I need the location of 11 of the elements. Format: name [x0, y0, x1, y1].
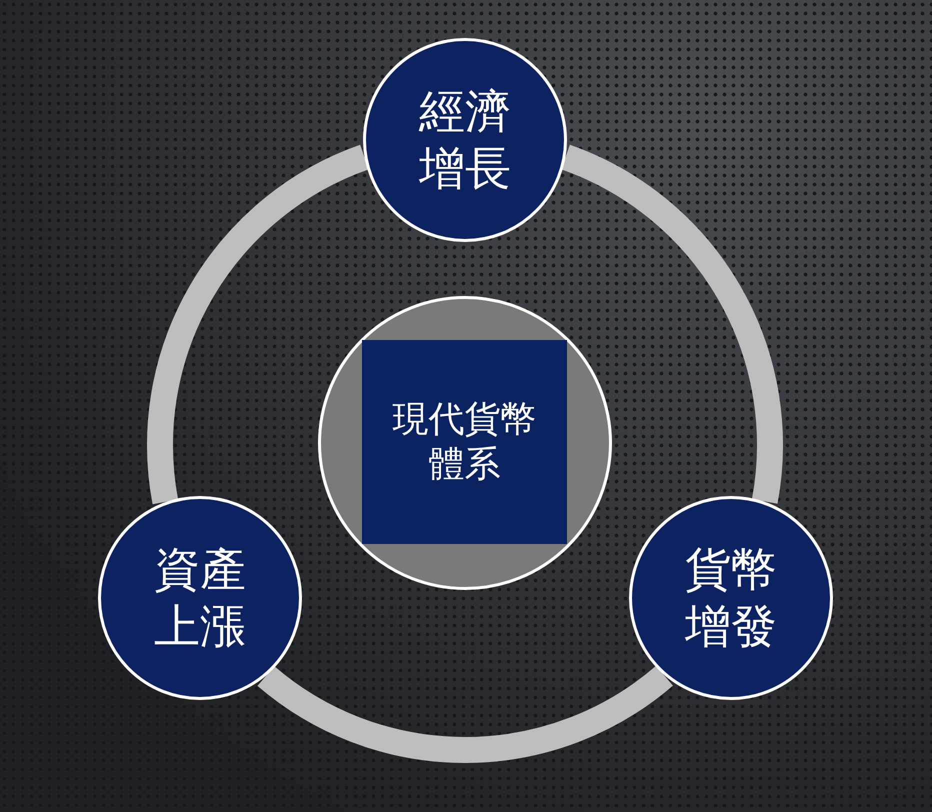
topic-circle [629, 496, 833, 700]
ring-connector [148, 145, 370, 504]
center-square [362, 340, 567, 544]
center-circle [318, 296, 612, 590]
node-label: 現代貨幣體系 [392, 398, 538, 487]
topic-circle [98, 496, 302, 700]
ring-connector [258, 665, 672, 762]
node-label: 貨幣增發 [684, 540, 778, 655]
node-label: 經濟增長 [418, 82, 512, 197]
node-label: 資產上漲 [153, 540, 247, 655]
topic-circle [363, 38, 567, 242]
